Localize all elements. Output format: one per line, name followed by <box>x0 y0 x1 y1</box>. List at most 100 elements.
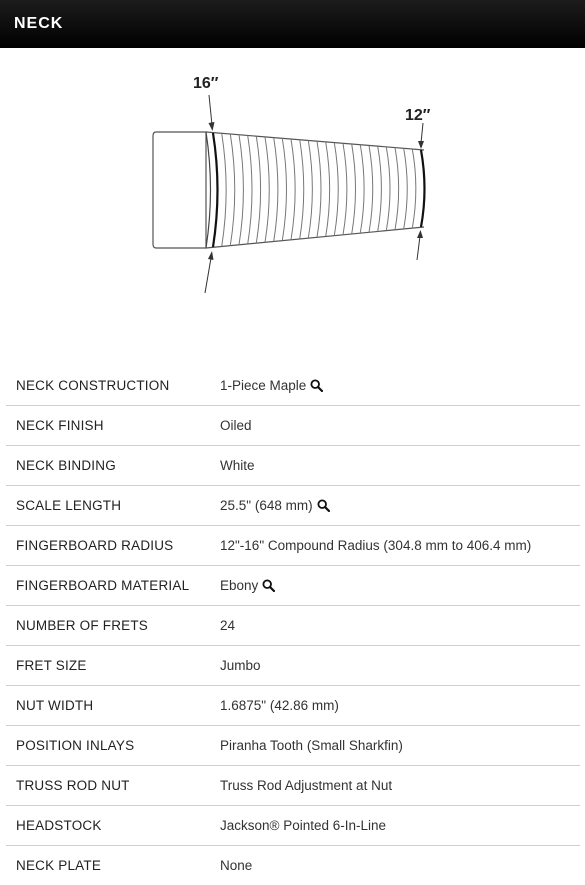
fret-line <box>325 141 331 237</box>
spec-label: NUT WIDTH <box>16 698 94 713</box>
spec-label: TRUSS ROD NUT <box>16 778 130 793</box>
spec-value: 12"-16" Compound Radius (304.8 mm to 406… <box>220 538 531 553</box>
fret-line <box>307 140 313 239</box>
spec-value-text: Oiled <box>220 418 252 433</box>
fret-line <box>316 141 322 238</box>
spec-row: HEADSTOCK Jackson® Pointed 6-In-Line <box>6 805 580 845</box>
spec-value-text: 12"-16" Compound Radius (304.8 mm to 406… <box>220 538 532 553</box>
section-title: NECK <box>14 15 64 32</box>
spec-value: Jackson® Pointed 6-In-Line <box>220 818 386 833</box>
spec-value-text: Jackson® Pointed 6-In-Line <box>220 818 387 833</box>
spec-value-text: None <box>220 858 253 873</box>
fret-line <box>411 148 417 229</box>
fret-line <box>290 138 296 240</box>
neck-specs-table: NECK CONSTRUCTION 1-Piece Maple NECK FIN… <box>6 365 580 885</box>
spec-value: 1.6875" (42.86 mm) <box>220 698 339 713</box>
spec-value: None <box>220 858 252 873</box>
spec-value: 1-Piece Maple <box>220 377 324 393</box>
arrow-head-12-top <box>418 141 424 149</box>
arrow-line-12-bottom <box>416 235 421 261</box>
fret-line <box>377 146 382 232</box>
radius-label-16: 16″ <box>193 75 219 92</box>
spec-label: NECK PLATE <box>16 858 102 873</box>
fret-line <box>247 135 253 245</box>
spec-label: FINGERBOARD RADIUS <box>16 538 174 553</box>
spec-row: POSITION INLAYS Piranha Tooth (Small Sha… <box>6 725 580 765</box>
spec-row: NECK PLATE None <box>6 845 580 885</box>
fret-line <box>342 143 348 235</box>
arrow-head-12-bottom <box>417 230 423 238</box>
zoom-search-icon[interactable] <box>310 378 324 392</box>
fret-line <box>281 138 287 241</box>
fret-line <box>403 148 408 230</box>
fret-lines <box>221 133 417 247</box>
fret-line <box>238 134 244 245</box>
spec-label: NECK CONSTRUCTION <box>16 377 170 393</box>
spec-value-text: 1.6875" (42.86 mm) <box>220 698 339 713</box>
fret-line <box>394 147 400 230</box>
neck-heel-shape <box>152 131 207 249</box>
spec-value-text: Truss Rod Adjustment at Nut <box>220 778 393 793</box>
spec-label: POSITION INLAYS <box>16 738 135 753</box>
spec-value: 24 <box>220 618 235 633</box>
spec-label: NECK BINDING <box>16 458 116 473</box>
neck-diagram-svg: 16″ 12″ <box>152 75 431 294</box>
arrow-line-16-bottom <box>204 257 212 294</box>
spec-value-text: White <box>220 458 255 473</box>
spec-row: NECK CONSTRUCTION 1-Piece Maple <box>6 365 580 405</box>
arrow-line-16-top <box>208 94 213 126</box>
radius-line-16 <box>211 132 219 248</box>
zoom-search-icon[interactable] <box>317 499 330 512</box>
section-header: NECK <box>0 0 585 48</box>
spec-label: NECK FINISH <box>16 418 104 433</box>
fret-line <box>359 144 365 234</box>
fret-line <box>385 146 391 231</box>
arrow-head-16-bottom <box>208 251 214 260</box>
spec-row: NECK BINDING White <box>6 445 580 485</box>
fret-line <box>255 136 262 244</box>
spec-row: TRUSS ROD NUT Truss Rod Adjustment at Nu… <box>6 765 580 805</box>
fret-line <box>229 133 236 246</box>
spec-value: Piranha Tooth (Small Sharkfin) <box>220 738 403 753</box>
spec-row: NUT WIDTH 1.6875" (42.86 mm) <box>6 685 580 725</box>
spec-label: FINGERBOARD MATERIAL <box>16 578 190 593</box>
spec-value: Jumbo <box>220 658 261 673</box>
spec-row: FINGERBOARD MATERIAL Ebony <box>6 565 580 605</box>
spec-value-text: Piranha Tooth (Small Sharkfin) <box>220 738 403 753</box>
fret-line <box>299 139 305 240</box>
fingerboard-radius-diagram: 16″ 12″ <box>0 48 585 365</box>
spec-value-text: 1-Piece Maple <box>220 377 307 393</box>
spec-value: Oiled <box>220 418 252 433</box>
spec-value: Truss Rod Adjustment at Nut <box>220 778 392 793</box>
spec-label: HEADSTOCK <box>16 818 102 833</box>
spec-label: NUMBER OF FRETS <box>16 618 149 633</box>
spec-row: SCALE LENGTH 25.5" (648 mm) <box>6 485 580 525</box>
spec-value: 25.5" (648 mm) <box>220 498 330 513</box>
spec-value-text: Ebony <box>220 578 259 593</box>
spec-value: White <box>220 458 255 473</box>
spec-row: NUMBER OF FRETS 24 <box>6 605 580 645</box>
fret-line <box>264 136 270 243</box>
arrow-head-16-top <box>208 122 215 131</box>
arrow-line-12-top <box>420 122 424 144</box>
spec-value-text: 24 <box>220 618 236 633</box>
fret-line <box>368 145 374 233</box>
spec-value: Ebony <box>220 578 276 593</box>
spec-value-text: Jumbo <box>220 658 261 673</box>
fret-line <box>273 137 279 242</box>
radius-line-12 <box>419 149 426 228</box>
radius-label-12: 12″ <box>405 107 431 124</box>
neck-heel-edge <box>205 131 212 249</box>
spec-row: NECK FINISH Oiled <box>6 405 580 445</box>
neck-top-edge <box>205 131 425 151</box>
spec-row: FINGERBOARD RADIUS 12"-16" Compound Radi… <box>6 525 580 565</box>
zoom-search-icon[interactable] <box>262 579 276 592</box>
fret-line <box>221 133 227 247</box>
spec-value-text: 25.5" (648 mm) <box>220 498 313 513</box>
spec-label: FRET SIZE <box>16 658 87 673</box>
neck-bottom-edge <box>205 226 425 249</box>
fret-line <box>351 143 356 235</box>
fret-line <box>333 142 339 236</box>
spec-label: SCALE LENGTH <box>16 498 122 513</box>
spec-row: FRET SIZE Jumbo <box>6 645 580 685</box>
